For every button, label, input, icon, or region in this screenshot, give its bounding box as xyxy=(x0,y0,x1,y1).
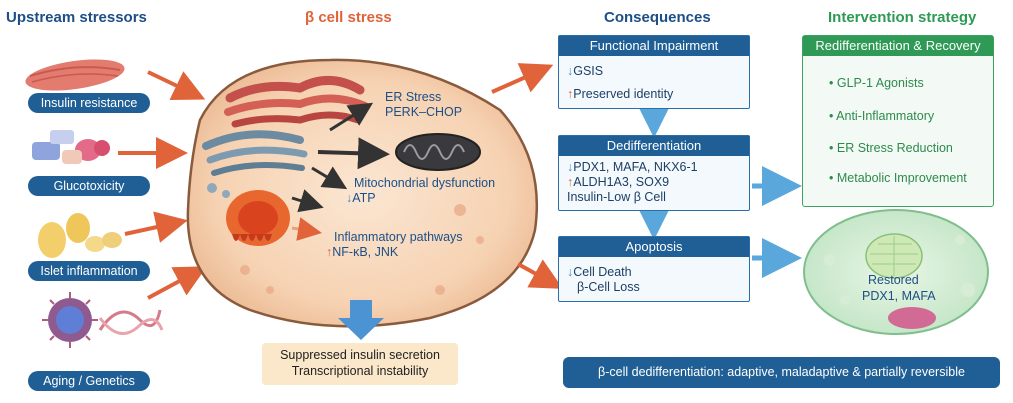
inflam-sub: ↑NF-κB, JNK xyxy=(326,245,398,259)
functional-line1: ↓GSIS xyxy=(567,64,603,78)
er-stress-label: ER Stress xyxy=(385,90,442,104)
dediff-title: Dedifferentiation xyxy=(559,136,749,156)
intervention-item-text: ER Stress Reduction xyxy=(836,141,953,155)
functional-line1-text: GSIS xyxy=(573,64,604,78)
outcome-line1: Suppressed insulin secretion xyxy=(280,348,440,362)
redifferentiation-title: Redifferentiation & Recovery xyxy=(803,36,993,56)
intervention-item: • ER Stress Reduction xyxy=(829,141,953,155)
down-arrow-icon: ↓ xyxy=(567,265,574,279)
functional-line2: ↑Preserved identity xyxy=(567,87,673,101)
down-arrow-icon: ↓ xyxy=(567,64,574,78)
functional-line2-text: Preserved identity xyxy=(573,87,674,101)
islet-cells-icon xyxy=(38,213,122,258)
er-organelle-icon xyxy=(224,75,369,128)
intervention-item-text: Anti-Inflammatory xyxy=(836,109,935,123)
mito-label: Mitochondrial dysfunction xyxy=(354,176,496,190)
stressor-insulin-resistance: Insulin resistance xyxy=(28,93,150,113)
muscle-icon xyxy=(25,59,125,91)
sugar-icon xyxy=(32,130,110,164)
beta-cell-body xyxy=(186,58,539,328)
intervention-title: Intervention strategy xyxy=(828,9,977,26)
functional-impairment-box: Functional Impairment ↓GSIS ↑Preserved i… xyxy=(558,35,750,109)
summary-banner: β-cell dedifferentiation: adaptive, mala… xyxy=(563,357,1000,388)
intervention-item-text: GLP-1 Agonists xyxy=(836,76,924,90)
consequences-title: Consequences xyxy=(604,9,711,26)
golgi-organelle-icon xyxy=(202,130,308,198)
down-arrow-icon: ↓ xyxy=(346,191,353,205)
cell-to-outcome-arrow xyxy=(338,300,384,340)
apoptosis-line1-text: Cell Death xyxy=(573,265,632,279)
restored-line1: Restored xyxy=(868,273,919,287)
stressor-islet-inflammation: Islet inflammation xyxy=(28,261,150,281)
mito-sub-text: ATP xyxy=(352,191,376,205)
apoptosis-title: Apoptosis xyxy=(559,237,749,257)
up-arrow-icon: ↑ xyxy=(326,245,333,259)
dediff-line1-text: PDX1, MAFA, NKX6-1 xyxy=(573,160,698,174)
up-arrow-icon: ↑ xyxy=(567,175,574,189)
er-stress-sub: PERK–CHOP xyxy=(385,105,463,119)
beta-stress-title: β cell stress xyxy=(305,9,392,26)
intervention-item: • GLP-1 Agonists xyxy=(829,76,924,90)
outcome-box: Suppressed insulin secretion Transcripti… xyxy=(262,343,458,385)
apoptosis-box: Apoptosis ↓Cell Death β-Cell Loss xyxy=(558,236,750,302)
mitochondrion-icon xyxy=(395,133,481,171)
apoptosis-line1: ↓Cell Death xyxy=(567,265,632,279)
intervention-item: • Metabolic Improvement xyxy=(829,171,967,185)
stressor-aging-genetics: Aging / Genetics xyxy=(28,371,150,391)
inflam-sub-text: NF-κB, JNK xyxy=(332,245,399,259)
dedifferentiation-box: Dedifferentiation ↓PDX1, MAFA, NKX6-1 ↑A… xyxy=(558,135,750,211)
restored-line2: PDX1, MAFA xyxy=(862,289,936,303)
dediff-line3: Insulin-Low β Cell xyxy=(567,190,666,204)
outcome-line2: Transcriptional instability xyxy=(291,364,429,378)
dediff-line2: ↑ALDH1A3, SOX9 xyxy=(567,175,669,189)
apoptosis-line2: β-Cell Loss xyxy=(577,280,640,294)
upstream-title: Upstream stressors xyxy=(6,9,147,26)
stressor-glucotoxicity: Glucotoxicity xyxy=(28,176,150,196)
restored-cell-icon xyxy=(803,209,989,335)
inflam-label: Inflammatory pathways xyxy=(334,230,463,244)
down-arrow-icon: ↓ xyxy=(567,160,574,174)
mito-sub: ↓ATP xyxy=(346,191,376,205)
up-arrow-icon: ↑ xyxy=(567,87,574,101)
dediff-line2-text: ALDH1A3, SOX9 xyxy=(573,175,670,189)
dediff-line1: ↓PDX1, MAFA, NKX6-1 xyxy=(567,160,698,174)
functional-title: Functional Impairment xyxy=(559,36,749,56)
inflamed-nucleus-icon xyxy=(226,190,290,246)
virus-dna-icon xyxy=(42,292,164,348)
redifferentiation-box: Redifferentiation & Recovery • GLP-1 Ago… xyxy=(802,35,994,207)
intervention-item: • Anti-Inflammatory xyxy=(829,109,935,123)
intervention-item-text: Metabolic Improvement xyxy=(836,171,967,185)
